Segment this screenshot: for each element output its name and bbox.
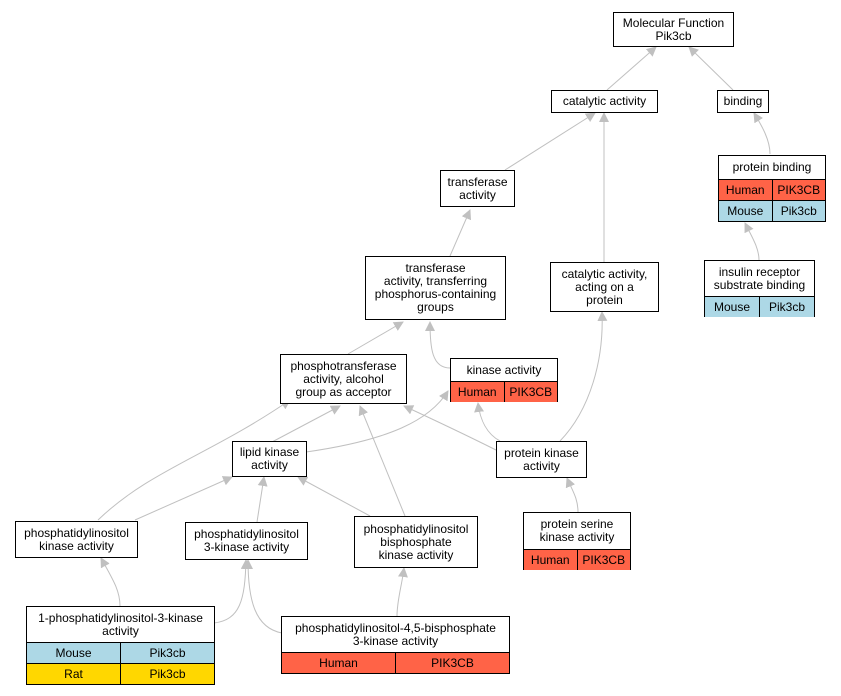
annotation-row-rat: Rat Pik3cb (27, 663, 214, 684)
node-label: lipid kinase activity (239, 445, 300, 472)
edge-pip45-pi3 (243, 559, 283, 634)
node-protein-kinase-activity[interactable]: protein kinase activity (496, 441, 587, 478)
annotation-row-mouse: Mouse Pik3cb (719, 200, 825, 221)
node-label: kinase activity (466, 362, 542, 377)
node-binding[interactable]: binding (717, 90, 769, 113)
node-protein-serine-kinase[interactable]: protein serine kinase activity Human PIK… (523, 512, 631, 570)
edge-transferase-catalytic (504, 112, 596, 171)
node-catalytic-acting-on-protein[interactable]: catalytic activity, acting on a protein (550, 262, 659, 312)
node-phosphatidylinositol-3-kinase[interactable]: phosphatidylinositol 3-kinase activity (185, 522, 308, 560)
annotation-row-human: Human PIK3CB (524, 549, 630, 570)
node-catalytic-activity[interactable]: catalytic activity (551, 90, 658, 113)
gene-label: PIK3CB (771, 180, 826, 200)
node-kinase-activity[interactable]: kinase activity Human PIK3CB (450, 358, 558, 402)
annotation-row-human: Human PIK3CB (719, 179, 825, 200)
annotation-row-mouse: Mouse Pik3cb (705, 296, 814, 317)
node-molecular-function[interactable]: Molecular Function Pik3cb (613, 12, 734, 47)
species-label: Human (457, 385, 497, 399)
node-1-phosphatidylinositol-3-kinase[interactable]: 1-phosphatidylinositol-3-kinase activity… (26, 606, 215, 685)
edge-pip45-pip (396, 567, 408, 617)
edge-pi3k1-pi (100, 557, 121, 607)
node-label: phosphatidylinositol 3-kinase activity (194, 527, 299, 554)
gene-label: Pik3cb (120, 643, 214, 663)
node-label: transferase activity (447, 174, 508, 202)
node-transferase-activity[interactable]: transferase activity (440, 170, 515, 207)
node-label: catalytic activity, acting on a protein (561, 266, 648, 307)
node-label: protein kinase activity (504, 445, 579, 473)
node-insulin-receptor-substrate-binding[interactable]: insulin receptor substrate binding Mouse… (704, 260, 815, 317)
gene-label: Pik3cb (120, 664, 214, 684)
node-label: protein binding (732, 160, 812, 174)
node-label: catalytic activity (562, 94, 647, 108)
edge-pskinase-proteinkinase (565, 477, 579, 513)
node-label: phosphotransferase activity, alcohol gro… (290, 358, 397, 399)
species-label: Human (319, 656, 358, 670)
edge-lipid-kinase (305, 390, 449, 453)
species-label: Mouse (727, 204, 764, 218)
node-phosphotransferase-alcohol[interactable]: phosphotransferase activity, alcohol gro… (280, 354, 407, 404)
annotation-row-human: Human PIK3CB (282, 652, 509, 673)
node-transferase-phosphorus[interactable]: transferase activity, transferring phosp… (365, 256, 506, 320)
edge-phosphotransferase-transferasep (347, 321, 404, 355)
node-label: binding (723, 94, 763, 108)
species-label: Rat (64, 667, 83, 681)
edge-pi-lipid (97, 399, 291, 521)
gene-label: Pik3cb (771, 201, 826, 221)
node-label: Molecular Function Pik3cb (622, 15, 725, 43)
gene-label: Pik3cb (759, 297, 814, 317)
edge-binding-mf (688, 46, 734, 91)
node-protein-binding[interactable]: protein binding Human PIK3CB Mouse Pik3c… (718, 155, 826, 222)
edge-proteinkinase-catprotein (559, 311, 608, 442)
edge-pi3k1-pi3 (213, 559, 251, 624)
edge-insulin-proteinbinding (744, 222, 760, 261)
species-label: Mouse (713, 300, 751, 314)
edge-pi3-lipid (256, 476, 268, 523)
species-label: Human (725, 183, 765, 197)
edge-catalytic-mf (606, 46, 657, 91)
gene-label: PIK3CB (395, 653, 509, 673)
edge-pip-lipid (297, 476, 371, 517)
node-label: protein serine kinase activity (539, 517, 615, 544)
node-lipid-kinase-activity[interactable]: lipid kinase activity (232, 441, 307, 477)
node-phosphatidylinositol-kinase[interactable]: phosphatidylinositol kinase activity (15, 521, 138, 558)
edge-pip-phosphotransferase (358, 405, 406, 517)
edge-lipid-phosphotransferase (271, 405, 341, 443)
edge-kinase-transferasep (425, 321, 451, 369)
node-label: phosphatidylinositol bisphosphate kinase… (363, 521, 469, 562)
edge-proteinbinding-binding (753, 112, 771, 155)
species-label: Mouse (55, 646, 92, 660)
node-label: transferase activity, transferring phosp… (374, 261, 497, 314)
edge-proteinkinase-phosphotransferase (403, 405, 497, 451)
node-label: phosphatidylinositol kinase activity (24, 525, 129, 553)
gene-label: PIK3CB (503, 382, 558, 402)
edge-proteinkinase-kinase (474, 402, 501, 442)
node-label: 1-phosphatidylinositol-3-kinase activity (38, 610, 203, 638)
edge-transferasep-transferase (449, 209, 471, 257)
gene-label: PIK3CB (576, 550, 631, 570)
node-pip2-3-kinase[interactable]: phosphatidylinositol-4,5-bisphosphate 3-… (281, 616, 510, 674)
annotation-row-mouse: Mouse Pik3cb (27, 642, 214, 663)
node-label: insulin receptor substrate binding (713, 264, 806, 292)
node-label: phosphatidylinositol-4,5-bisphosphate 3-… (295, 620, 496, 648)
edge-pi-lipid2 (134, 476, 233, 521)
annotation-row-human: Human PIK3CB (451, 381, 557, 402)
species-label: Human (530, 553, 570, 567)
node-phosphatidylinositol-bisphosphate-kinase[interactable]: phosphatidylinositol bisphosphate kinase… (354, 516, 478, 568)
